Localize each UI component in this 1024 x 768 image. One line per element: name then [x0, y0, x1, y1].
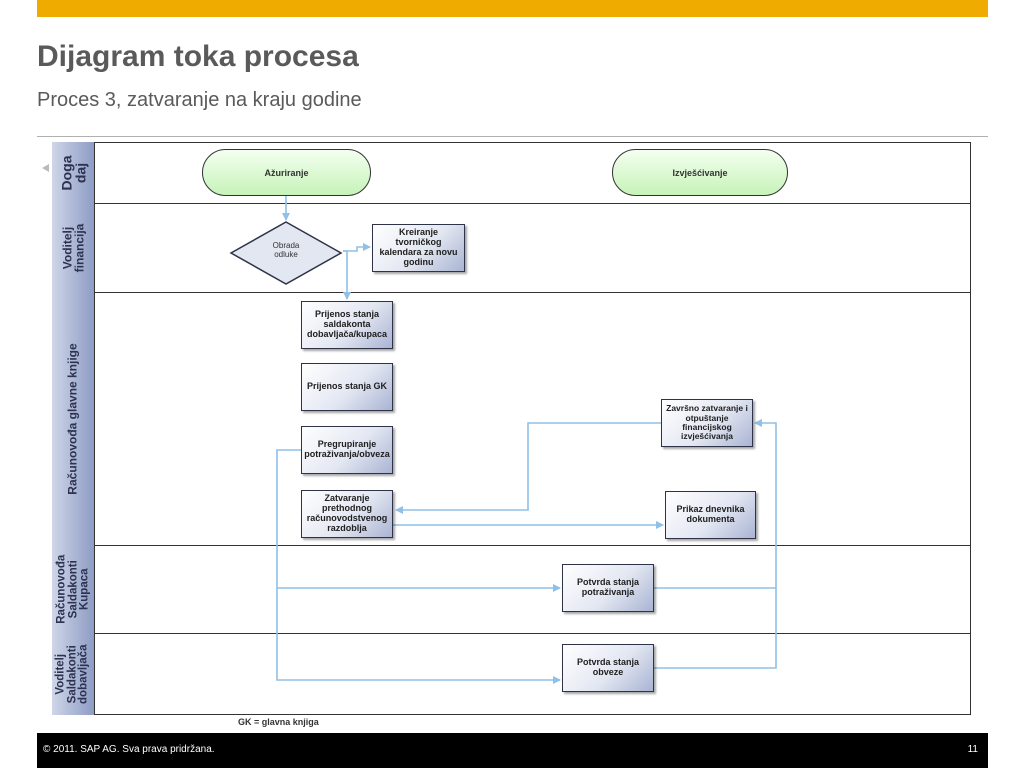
process-prijenos-saldakonta: Prijenos stanja saldakonta dobavljača/ku… [301, 301, 393, 349]
title-divider [37, 136, 988, 137]
process-potvrda-potrazivanja: Potvrda stanja potraživanja [562, 564, 654, 612]
footer-copyright: © 2011. SAP AG. Sva prava pridržana. [43, 744, 215, 755]
decision-diamond [229, 221, 343, 285]
page-subtitle: Proces 3, zatvaranje na kraju godine [37, 89, 362, 111]
lane-label-saldakonti-kupaca: Računovođa Saldakonti Kupaca [52, 545, 95, 634]
lane-saldakonti-dobavljaca [52, 633, 971, 715]
top-accent-bar [37, 0, 988, 17]
lane-label-voditelj-financija: Voditelj financija [52, 203, 95, 293]
process-prijenos-gk: Prijenos stanja GK [301, 363, 393, 411]
process-prikaz-dnevnika: Prikaz dnevnika dokumenta [665, 491, 756, 539]
lane-label-dogadaj: Doga daj [52, 142, 95, 204]
process-kreiranje-kalendara: Kreiranje tvorničkog kalendara za novu g… [372, 224, 465, 272]
connector-zavrsno-to-zatvaranje [395, 422, 661, 514]
lane-label-racunovoda-glavne-knjige: Računovođa glavne knjige [52, 292, 95, 546]
process-pregrupiranje: Pregrupiranje potraživanja/obveza [301, 426, 393, 474]
connector-obrada-to-prijenos-saldakonta [343, 250, 351, 300]
connector-pregrupiranje-split [276, 449, 561, 684]
decision-obrada-odluke: Obrada odluke [272, 241, 300, 259]
connector-obrada-to-kreiranje [343, 243, 371, 252]
event-azuriranje: Ažuriranje [202, 149, 371, 196]
process-zavrsno-zatvaranje: Završno zatvaranje i otpuštanje financij… [661, 399, 753, 447]
abbreviation-note: GK = glavna knjiga [238, 717, 319, 727]
event-izvjescivanje: Izvješćivanje [612, 149, 788, 196]
footer-bar: © 2011. SAP AG. Sva prava pridržana. 11 [37, 733, 988, 768]
process-potvrda-obveze: Potvrda stanja obveze [562, 644, 654, 692]
lane-voditelj-financija [52, 203, 971, 293]
page-number: 11 [967, 744, 978, 755]
lane-label-saldakonti-dobavljaca: Voditelj Saldakonti dobavljača [52, 633, 95, 715]
connector-potvrde-to-zavrsno [654, 423, 777, 669]
lane-saldakonti-kupaca [52, 545, 971, 634]
bullet-triangle-icon [42, 164, 49, 172]
process-zatvaranje-prethodnog: Zatvaranje prethodnog računovodstvenog r… [301, 490, 393, 538]
page-title: Dijagram toka procesa [37, 40, 359, 73]
